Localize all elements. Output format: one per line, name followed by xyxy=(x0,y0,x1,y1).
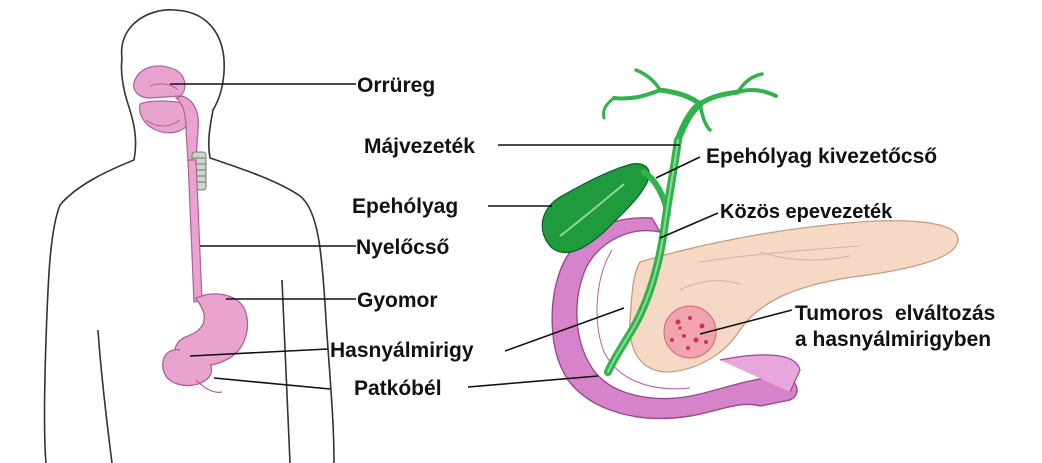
label-nyelocso: Nyelőcső xyxy=(356,237,449,258)
label-tumor-line2: a hasnyálmirigyben xyxy=(795,327,995,353)
label-gyomor: Gyomor xyxy=(357,290,438,311)
label-majvezetek: Májvezeték xyxy=(364,136,475,157)
label-tumor: Tumoros elváltozás a hasnyálmirigyben xyxy=(795,301,995,352)
label-orrureg: Orrüreg xyxy=(357,75,435,96)
human-silhouette xyxy=(45,10,335,463)
pancreas-detail xyxy=(542,70,958,418)
leader-patkobel-left xyxy=(214,378,330,389)
label-hasnyalmirigy: Hasnyálmirigy xyxy=(330,340,474,361)
nasal-cavity xyxy=(134,66,185,98)
digestive-tract xyxy=(134,66,248,392)
label-tumor-line1: Tumoros elváltozás xyxy=(795,301,995,327)
body-outline-left xyxy=(45,58,136,463)
label-epeholyag: Epehólyag xyxy=(352,196,458,217)
hepatic-duct-tree xyxy=(603,70,776,140)
label-kozos-epevezetek: Közös epevezeték xyxy=(720,202,892,222)
arm-inner-left xyxy=(98,330,112,463)
label-patkobel: Patkóbél xyxy=(354,378,442,399)
label-epeholyag-kivezetocso: Epehólyag kivezetőcső xyxy=(706,146,937,167)
arm-inner-right xyxy=(282,280,290,463)
